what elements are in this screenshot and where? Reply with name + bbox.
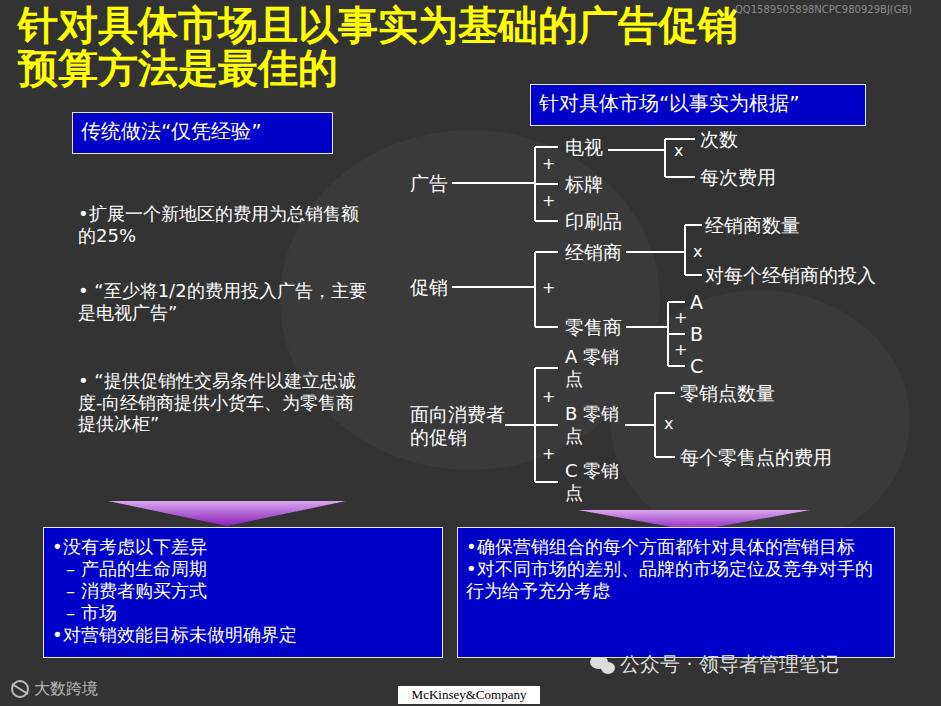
tree-label: 电视 [565, 136, 603, 159]
tree-label: 对每个经销商的投入 [705, 264, 876, 287]
tree-label: 每次费用 [700, 166, 776, 189]
heading-box: 针对具体市场“以事实为根据” [530, 84, 866, 126]
summary-box: •没有考虑以下差异– 产品的生命周期– 消费者购买方式– 市场•对营销效能目标未… [43, 527, 443, 658]
heading-box: 传统做法“仅凭经验” [72, 112, 333, 154]
tree-label: C [690, 355, 703, 378]
header-watermark: QQ1589505898NCPC980929BJ(GB) [735, 4, 912, 16]
tree-brackets [452, 139, 702, 482]
box-text: 传统做法“仅凭经验” [81, 119, 324, 143]
box-text: •对营销效能目标未做明确界定 [52, 624, 434, 646]
bullet-text: • “提供促销性交易条件以建立忠诚度-向经销商提供小货车、为零售商提供冰柜” [78, 370, 370, 435]
box-text: •确保营销组合的每个方面都针对具体的营销目标 [466, 536, 886, 558]
tree-label: B 零销点 [565, 403, 627, 446]
box-text: •对不同市场的差别、品牌的市场定位及竞争对手的行为给予充分考虑 [466, 558, 886, 602]
tree-label: B [690, 323, 703, 346]
tree-label: 广告 [410, 172, 448, 195]
tree-label: 经销商 [565, 241, 622, 264]
times-sign: x [693, 242, 702, 261]
plus-sign: + [542, 444, 555, 463]
plus-sign: + [542, 387, 555, 406]
tree-label: 促销 [410, 276, 448, 299]
plus-sign: + [674, 308, 687, 327]
box-text: – 市场 [52, 602, 434, 624]
tree-label: 面向消费者的促销 [410, 403, 506, 449]
company-logo: McKinsey&Company [398, 686, 540, 704]
bullet-text: •扩展一个新地区的费用为总销售额的25% [78, 203, 370, 246]
down-arrow-triangle [108, 501, 346, 526]
background-logo [280, 130, 910, 550]
summary-box: •确保营销组合的每个方面都针对具体的营销目标•对不同市场的差别、品牌的市场定位及… [457, 527, 895, 658]
tree-label: A 零销点 [565, 346, 627, 389]
box-text: •没有考虑以下差异 [52, 536, 434, 558]
plus-sign: + [542, 191, 555, 210]
box-text: – 产品的生命周期 [52, 558, 434, 580]
plus-sign: + [674, 340, 687, 359]
tree-label: 印刷品 [565, 210, 622, 233]
tree-label: 标牌 [565, 173, 603, 196]
box-text: – 消费者购买方式 [52, 580, 434, 602]
footer-logo [12, 681, 28, 697]
tree-label: 零售商 [565, 316, 622, 339]
bullet-text: • “至少将1/2的费用投入广告，主要是电视广告” [78, 280, 370, 323]
plus-sign: + [542, 278, 555, 297]
plus-sign: + [542, 154, 555, 173]
tree-label: C 零销点 [565, 460, 627, 503]
slide-title: 针对具体市场且以事实为基础的广告促销预算方法是最佳的 [18, 4, 748, 90]
box-text: 针对具体市场“以事实为根据” [539, 91, 857, 115]
tree-label: A [690, 291, 703, 314]
tree-label: 零销点数量 [680, 382, 775, 405]
times-sign: x [674, 141, 683, 160]
tree-label: 次数 [700, 128, 738, 151]
tree-label: 每个零售点的费用 [680, 446, 832, 469]
times-sign: x [664, 414, 673, 433]
watermark: 公众号 · 领导者管理笔记 [620, 652, 839, 676]
tree-label: 经销商数量 [705, 214, 800, 237]
watermark: 大数跨境 [34, 679, 98, 698]
